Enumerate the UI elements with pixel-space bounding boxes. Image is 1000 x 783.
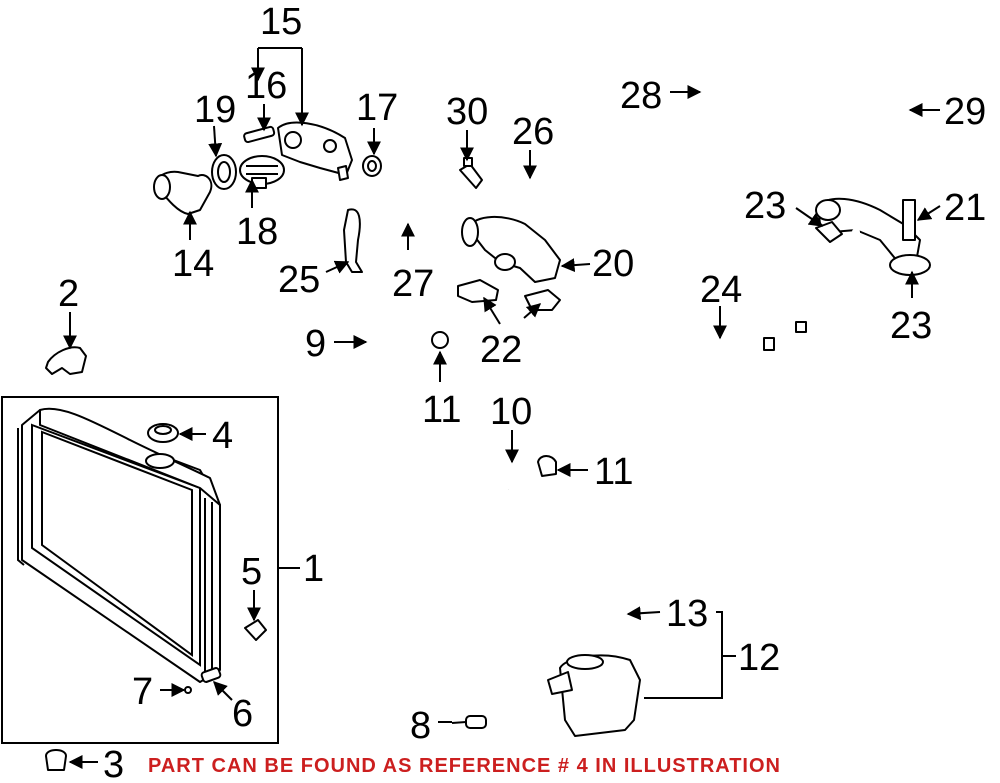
drain-plug[interactable] (200, 667, 222, 683)
label-15: 15 (260, 1, 302, 43)
water-bypass-pipe[interactable] (815, 197, 931, 276)
label-14: 14 (172, 243, 214, 285)
pipe-stub[interactable] (902, 199, 916, 241)
seal-ring[interactable] (362, 155, 382, 177)
label-2: 2 (58, 273, 79, 315)
label-7: 7 (132, 671, 153, 713)
label-11a: 11 (422, 389, 461, 431)
outlet-gasket-left[interactable] (457, 279, 499, 303)
label-23a: 23 (744, 185, 786, 227)
label-6: 6 (232, 693, 253, 735)
reference-note: PART CAN BE FOUND AS REFERENCE # 4 IN IL… (148, 755, 781, 777)
label-28: 28 (620, 75, 662, 117)
label-21: 21 (944, 187, 986, 229)
reservoir-hose[interactable] (544, 579, 627, 635)
label-25: 25 (278, 259, 320, 301)
bypass-hose[interactable] (394, 142, 418, 228)
label-17: 17 (356, 87, 398, 129)
label-23b: 23 (890, 305, 932, 347)
label-9: 9 (305, 323, 326, 365)
grommet[interactable] (45, 749, 67, 771)
label-5: 5 (241, 551, 262, 593)
label-10: 10 (490, 391, 532, 433)
label-22: 22 (480, 329, 522, 371)
leader-lines (63, 47, 941, 769)
label-11b: 11 (594, 451, 633, 493)
radiator-cap[interactable] (147, 423, 179, 443)
label-20: 20 (592, 243, 634, 285)
label-12: 12 (738, 637, 780, 679)
hose-clamp-lower[interactable] (537, 455, 557, 477)
label-4: 4 (212, 415, 233, 457)
upper-radiator-hose[interactable] (309, 321, 433, 481)
radiator-bracket[interactable] (45, 346, 87, 375)
label-1: 1 (303, 548, 324, 590)
water-outlet-pipe[interactable] (461, 215, 561, 283)
bolt[interactable] (451, 715, 487, 729)
label-13: 13 (666, 593, 708, 635)
radiator-assembly[interactable] (1, 396, 279, 744)
label-26: 26 (512, 111, 554, 153)
inlet-gasket[interactable] (211, 154, 237, 190)
label-30: 30 (446, 91, 488, 133)
bypass-pipe[interactable] (343, 208, 363, 273)
label-3: 3 (103, 744, 124, 783)
heater-hose-small[interactable] (515, 175, 573, 221)
water-bypass-pipe-24[interactable] (656, 228, 860, 356)
label-19: 19 (194, 89, 236, 131)
radiator-callout-box (1, 396, 279, 744)
coolant-reservoir[interactable] (547, 654, 641, 737)
outlet-gasket-right[interactable] (524, 289, 561, 311)
hose-clamp-upper[interactable] (431, 331, 449, 349)
label-24: 24 (700, 269, 742, 311)
sensor[interactable] (459, 157, 483, 189)
thermostat-housing[interactable] (277, 121, 353, 181)
o-ring[interactable] (184, 686, 192, 694)
label-18: 18 (236, 211, 278, 253)
thermostat[interactable] (239, 155, 285, 189)
callout-numbers: 1 2 3 4 5 6 7 8 9 10 11 11 12 13 14 15 1… (58, 1, 986, 783)
heater-hose-28[interactable] (687, 65, 822, 172)
water-inlet[interactable] (153, 170, 213, 215)
label-8: 8 (410, 705, 431, 747)
drain-cock[interactable] (244, 619, 267, 641)
heater-hose-29[interactable] (787, 58, 919, 178)
lower-radiator-hose[interactable] (478, 454, 550, 550)
label-16: 16 (245, 65, 287, 107)
stud[interactable] (243, 125, 276, 144)
water-pipe-gasket-23[interactable] (815, 221, 843, 243)
label-27: 27 (392, 263, 434, 305)
label-29: 29 (944, 91, 986, 133)
